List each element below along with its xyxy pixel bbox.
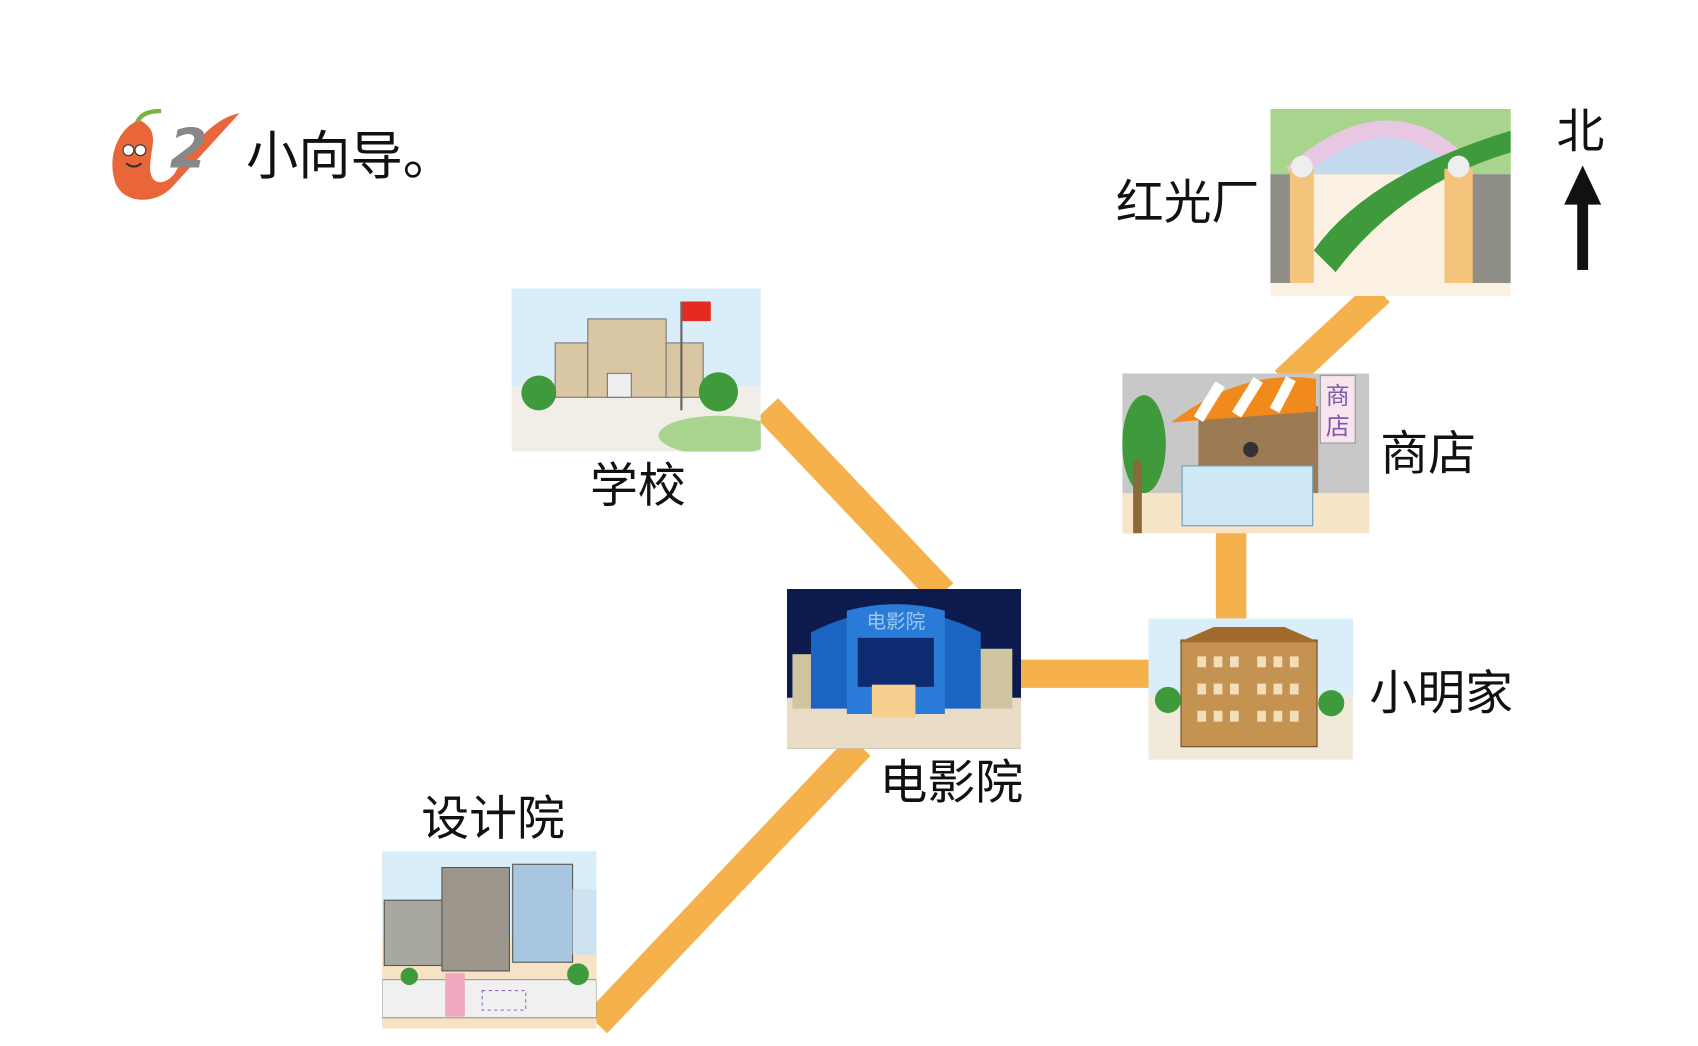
- factory-picture: [1270, 108, 1511, 297]
- north-label: 北: [1556, 104, 1605, 161]
- cinema-picture: 电影院: [786, 588, 1022, 749]
- design-institute-picture: [382, 851, 597, 1029]
- exercise-number: 2: [169, 117, 208, 181]
- cinema-label: 电影院: [879, 755, 1024, 811]
- home-picture: [1148, 618, 1354, 760]
- shop-picture: 商 店: [1122, 373, 1370, 534]
- pepper-number-icon: 2: [107, 108, 249, 207]
- svg-text:店: 店: [1326, 412, 1350, 440]
- school-picture: [511, 288, 761, 452]
- exercise-title: 小向导。: [246, 126, 456, 188]
- shop-label: 商店: [1380, 426, 1477, 483]
- road-factory-shop: [1274, 281, 1390, 392]
- factory-label: 红光厂: [1115, 175, 1260, 231]
- road-cinema-design: [585, 735, 871, 1034]
- shop-sign: 商: [1326, 382, 1350, 410]
- road-school-cinema: [756, 398, 954, 604]
- cinema-sign: 电影院: [866, 610, 925, 633]
- design-institute-label: 设计院: [421, 791, 565, 847]
- school-label: 学校: [589, 458, 686, 514]
- home-label: 小明家: [1369, 666, 1514, 722]
- north-arrow-icon: [1564, 165, 1602, 270]
